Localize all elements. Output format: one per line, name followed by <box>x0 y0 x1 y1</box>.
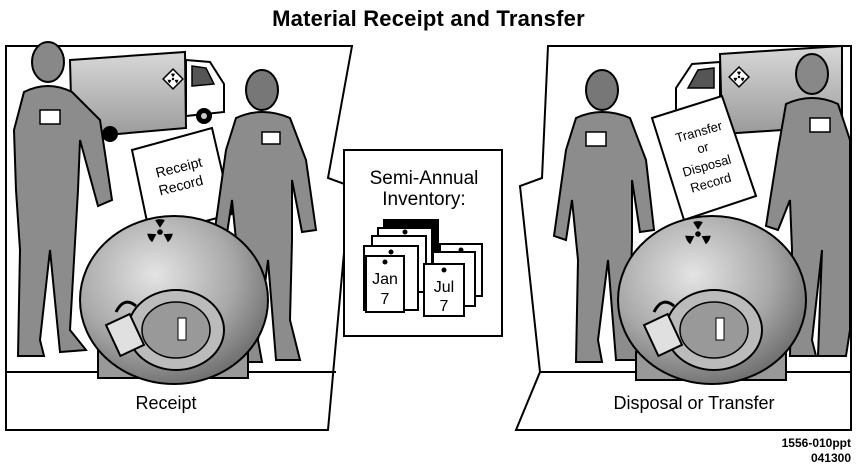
calendar-2-month: Jul <box>434 279 454 296</box>
disposal-caption: Disposal or Transfer <box>613 393 774 413</box>
radioactive-drum <box>79 215 269 385</box>
receipt-panel: Receipt Record Receipt <box>5 41 354 431</box>
disposal-panel: Transfer or Disposal Record Disposal or … <box>514 44 852 431</box>
transfer-record-label-line2: or <box>695 139 711 157</box>
worker-figure-left-1 <box>12 41 114 357</box>
figure-code-line1: 1556-010ppt <box>781 436 851 450</box>
transfer-record-document: Transfer or Disposal Record <box>650 94 758 222</box>
figure-code-line2: 041300 <box>810 451 851 465</box>
worker-figure-right-2 <box>764 53 851 357</box>
truck-icon <box>68 50 225 142</box>
calendar-page-jul: Jul 7 <box>423 263 465 317</box>
page-title: Material Receipt and Transfer <box>272 6 585 31</box>
calendar-2-day: 7 <box>440 298 449 315</box>
calendar-1-month: Jan <box>372 271 398 288</box>
padlock-icon <box>104 300 146 358</box>
receipt-record-document: Receipt Record <box>130 126 234 238</box>
calendar-1-day: 7 <box>381 291 390 308</box>
receipt-caption: Receipt <box>135 393 196 413</box>
inventory-panel: Semi-Annual Inventory: Jan 7 Jul 7 <box>343 149 503 337</box>
inventory-heading-line2: Inventory: <box>382 189 465 210</box>
radioactive-drum <box>617 215 807 385</box>
padlock-icon <box>642 300 684 358</box>
inventory-heading-line1: Semi-Annual <box>370 168 479 189</box>
calendar-page-jan: Jan 7 <box>365 255 405 313</box>
